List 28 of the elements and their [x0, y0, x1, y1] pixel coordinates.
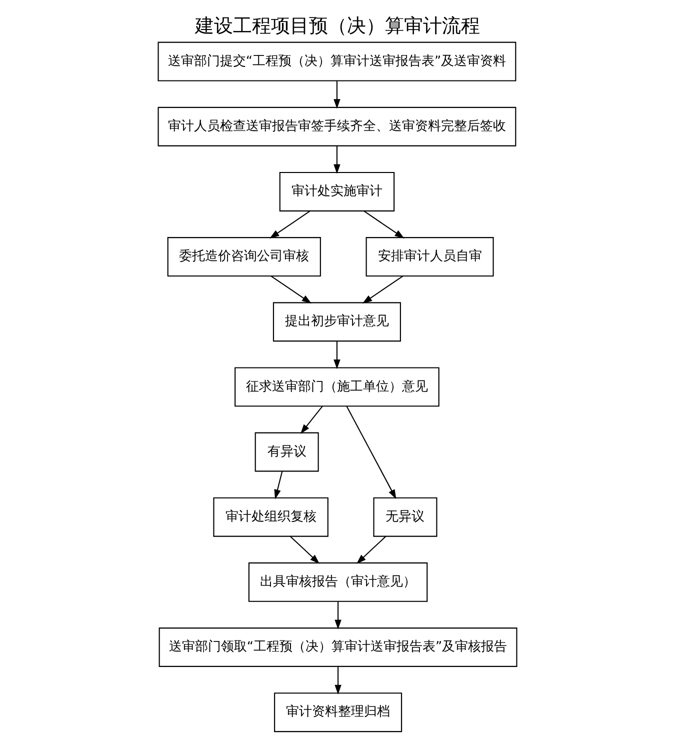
node-box: 委托造价咨询公司审核 — [166, 237, 320, 277]
arrow — [333, 80, 340, 109]
node-box: 审计处组织复核 — [212, 497, 328, 537]
arrow — [362, 276, 403, 304]
node-box: 征求送审部门（施工单位）意见 — [234, 367, 439, 407]
node-box: 安排审计人员自审 — [365, 237, 494, 277]
node-box: 出具审核报告（审计意见） — [248, 562, 428, 602]
node-box: 送审部门领取“工程预（决）算审计送审报告表”及审核报告 — [158, 628, 517, 667]
node-box: 提出初步审计意见 — [272, 302, 400, 342]
arrow — [334, 601, 341, 630]
arrow — [346, 406, 396, 500]
arrow — [333, 341, 340, 370]
arrow — [300, 406, 322, 434]
arrow — [363, 210, 404, 238]
diagram-title: 建设工程项目预（决）算审计流程 — [194, 14, 480, 38]
arrow — [274, 471, 282, 500]
arrow — [334, 666, 341, 694]
arrow — [333, 146, 340, 174]
node-box: 送审部门提交“工程预（决）算审计送审报告表”及送审资料 — [157, 42, 516, 82]
node-box: 无异议 — [372, 497, 437, 537]
node-box: 审计人员检查送审报告审签手续齐全、送审资料完整后签收 — [157, 106, 516, 146]
arrow — [270, 276, 312, 304]
arrow — [356, 536, 386, 564]
node-box: 审计资料整理归档 — [274, 692, 402, 732]
node-box: 审计处实施审计 — [278, 172, 394, 212]
arrow — [289, 536, 320, 564]
arrow — [269, 210, 310, 238]
node-box: 有异议 — [254, 432, 318, 472]
